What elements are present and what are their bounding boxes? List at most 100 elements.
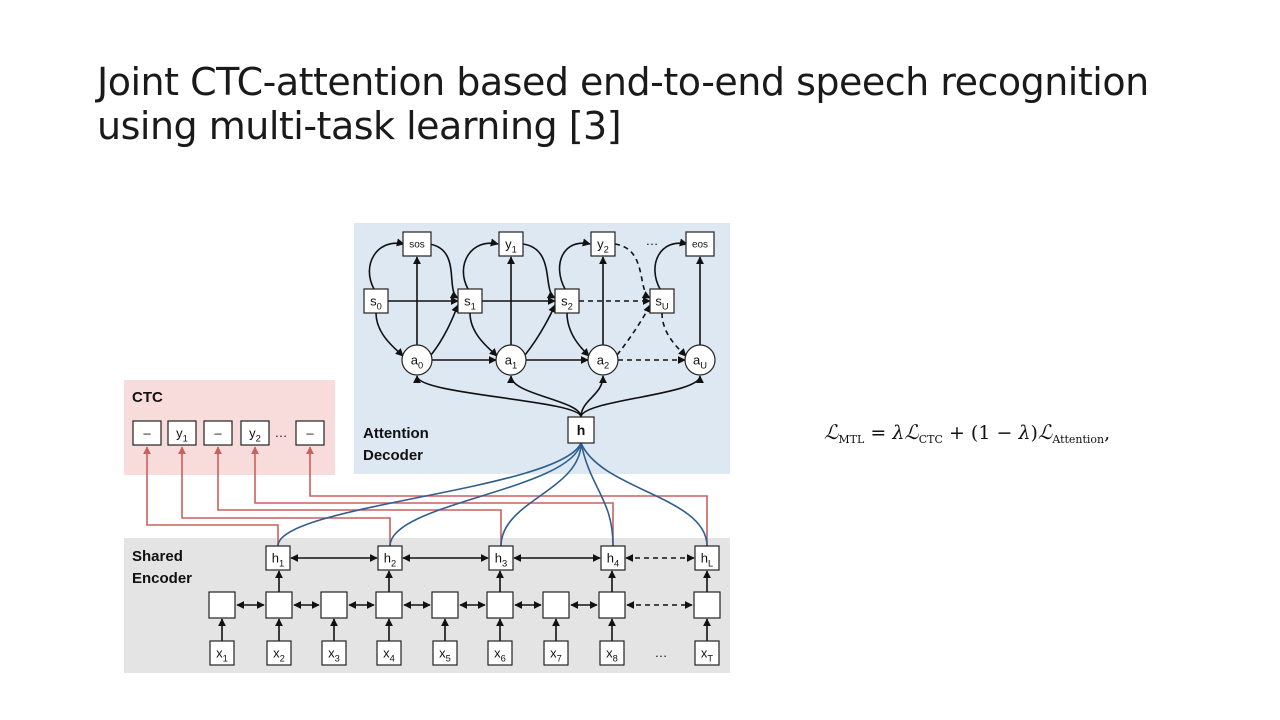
- state-attention-edge: [661, 312, 687, 357]
- attention-node: [401, 344, 433, 376]
- attention-node: [495, 344, 527, 376]
- input-node-label: x1: [216, 646, 228, 664]
- hidden-node-label: h4: [607, 551, 619, 569]
- encoder-cell: [431, 591, 459, 619]
- ctc-label-node: [240, 420, 270, 446]
- formula-close-paren: ): [1030, 422, 1038, 444]
- ctc-label-node: [167, 420, 197, 446]
- encoder-cell: [320, 591, 348, 619]
- attention-node-label: a2: [597, 353, 609, 371]
- ctc-label-node: [203, 420, 233, 446]
- state-output-edge: [368, 238, 405, 290]
- loss-ctc-subscript: CTC: [918, 433, 943, 446]
- formula-equals: =: [864, 422, 893, 444]
- mtl-loss-formula: ℒMTL = λℒCTC + (1 − λ)ℒAttention,: [824, 420, 1110, 446]
- ctc-edge: [306, 446, 708, 546]
- input-node-label: x8: [606, 646, 618, 664]
- formula-comma: ,: [1104, 422, 1111, 444]
- decoder-state-node: [363, 288, 389, 314]
- hidden-node: [377, 545, 403, 571]
- attention-edge: [500, 442, 582, 547]
- formula-lambda-2: λ: [1018, 422, 1031, 444]
- hidden-node: [600, 545, 626, 571]
- network-connections: [218, 238, 711, 641]
- hidden-node-label: hL: [701, 551, 713, 569]
- attention-state-edge: [430, 304, 459, 356]
- input-ellipsis: …: [655, 645, 668, 660]
- ctc-label-node: [295, 420, 325, 446]
- ctc-label-node-label: y2: [249, 426, 261, 444]
- state-attention-edge: [566, 312, 590, 357]
- decoder-state-node: [457, 288, 483, 314]
- attention-title-line2: Decoder: [363, 447, 423, 464]
- ctc-edge: [178, 446, 391, 546]
- encoder-title-line1: Shared: [132, 548, 183, 565]
- attention-edge: [580, 442, 708, 547]
- hidden-node-label: h3: [495, 551, 507, 569]
- loss-mtl-symbol: ℒ: [824, 420, 839, 444]
- context-edge: [507, 375, 582, 418]
- decoder-state-node-label: s2: [561, 294, 573, 312]
- state-output-edge: [558, 238, 591, 290]
- ctc-ellipsis: …: [275, 425, 288, 440]
- attention-state-edge: [524, 304, 556, 356]
- output-state-edge: [522, 243, 556, 299]
- attention-node-label: aU: [693, 353, 707, 371]
- input-node: [376, 640, 402, 666]
- formula-plus: + (1 −: [942, 422, 1019, 444]
- output-state-edge: [614, 243, 651, 299]
- ctc-label-node-label: y1: [176, 426, 188, 444]
- context-edge: [580, 375, 704, 418]
- decoder-output-node-label: sos: [409, 240, 425, 251]
- attention-edge: [277, 442, 582, 547]
- input-node: [266, 640, 292, 666]
- hidden-node: [694, 545, 720, 571]
- input-node-label: x2: [273, 646, 285, 664]
- ctc-label-node: [132, 420, 162, 446]
- context-edge: [413, 375, 582, 418]
- attention-node: [684, 344, 716, 376]
- input-node-label: x3: [328, 646, 340, 664]
- loss-mtl-subscript: MTL: [838, 433, 865, 446]
- attention-edge: [580, 442, 614, 547]
- attention-node-label: a0: [411, 353, 423, 371]
- ctc-label-node-label: –: [143, 426, 151, 441]
- input-node: [432, 640, 458, 666]
- decoder-state-node-label: s0: [370, 294, 382, 312]
- input-node: [209, 640, 235, 666]
- input-node-label: x7: [550, 646, 562, 664]
- output-state-edge: [428, 243, 459, 299]
- attention-node: [587, 344, 619, 376]
- decoder-output-node: [590, 231, 616, 257]
- encoder-cell: [693, 591, 721, 619]
- ctc-edge: [143, 446, 279, 546]
- state-attention-edge: [469, 312, 498, 357]
- hidden-node-label: h1: [272, 551, 284, 569]
- slide-title-line2: using multi-task learning [3]: [97, 104, 622, 148]
- context-node-label: h: [577, 422, 586, 438]
- input-node-label: x6: [494, 646, 506, 664]
- encoder-cell: [486, 591, 514, 619]
- decoder-output-node: [402, 231, 432, 257]
- decoder-output-node: [685, 231, 715, 257]
- attention-edge: [389, 442, 582, 547]
- encoder-cell: [598, 591, 626, 619]
- state-output-edge: [654, 238, 688, 290]
- encoder-cell: [208, 591, 236, 619]
- input-node-label: x5: [439, 646, 451, 664]
- hidden-node-label: h2: [384, 551, 396, 569]
- decoder-state-node: [649, 288, 675, 314]
- decoder-state-node-label: sU: [655, 294, 669, 312]
- attention-title-line1: Attention: [363, 425, 429, 442]
- ctc-label-node-label: –: [306, 426, 314, 441]
- decoder-state-node-label: s1: [464, 294, 476, 312]
- slide-title: Joint CTC-attention based end-to-end spe…: [97, 60, 1217, 148]
- loss-ctc-symbol: ℒ: [904, 420, 919, 444]
- decoder-output-node-label: y2: [597, 237, 609, 255]
- input-node: [543, 640, 569, 666]
- ctc-title: CTC: [132, 389, 163, 406]
- context-edge: [580, 375, 607, 418]
- input-node: [487, 640, 513, 666]
